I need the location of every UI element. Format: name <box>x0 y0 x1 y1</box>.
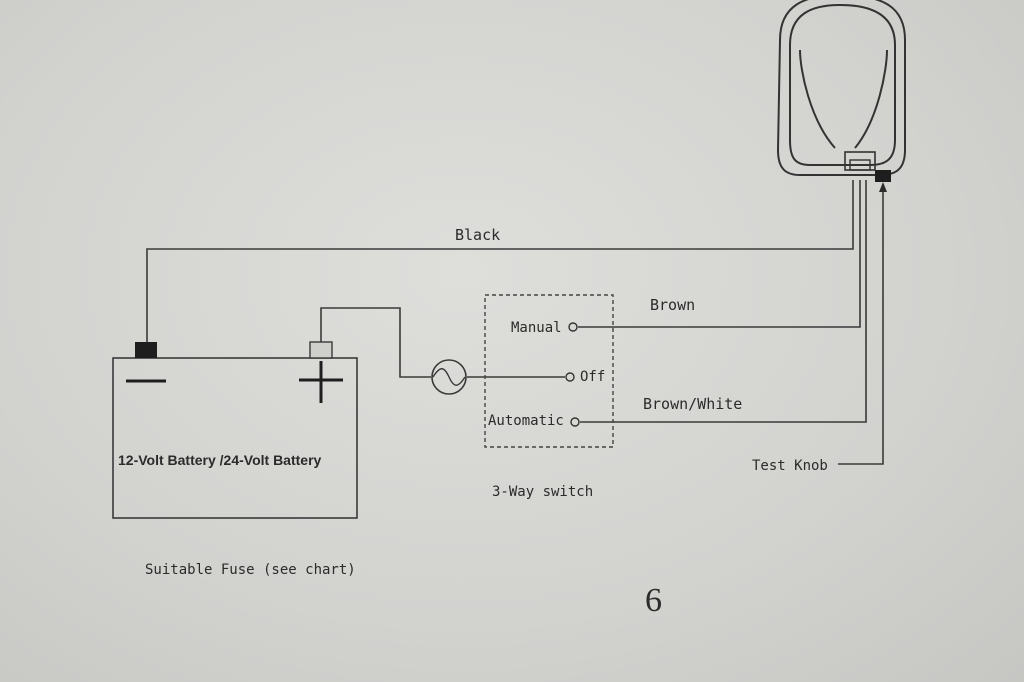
switch-automatic-label: Automatic <box>488 413 564 429</box>
battery-positive-terminal <box>309 341 333 359</box>
switch-off-label: Off <box>580 369 606 385</box>
test-knob-label: Test Knob <box>752 458 828 474</box>
fuse-label: Suitable Fuse (see chart) <box>145 562 356 578</box>
test-knob-arrowhead <box>879 182 887 192</box>
brown-white-wire-label: Brown/White <box>643 395 743 413</box>
brown-white-wire <box>580 180 867 423</box>
switch-terminal-off <box>565 372 575 382</box>
black-wire <box>146 180 854 343</box>
black-wire-label: Black <box>455 226 501 244</box>
brown-wire-label: Brown <box>650 296 696 314</box>
brown-wire <box>578 180 861 328</box>
page-number: 6 <box>645 582 662 619</box>
battery-label: 12-Volt Battery /24-Volt Battery <box>118 452 322 468</box>
positive-wire <box>320 307 431 378</box>
switch-manual-label: Manual <box>511 320 562 336</box>
switch-title: 3-Way switch <box>492 484 594 500</box>
test-knob-icon <box>875 170 891 182</box>
battery-negative-terminal <box>135 342 157 358</box>
switch-box <box>484 294 614 448</box>
test-knob-pointer <box>838 188 884 465</box>
bilge-pump-illustration <box>776 0 906 176</box>
battery-box <box>112 357 358 519</box>
fuse-symbol <box>431 359 467 395</box>
switch-terminal-automatic <box>570 417 580 427</box>
switch-terminal-manual <box>568 322 578 332</box>
